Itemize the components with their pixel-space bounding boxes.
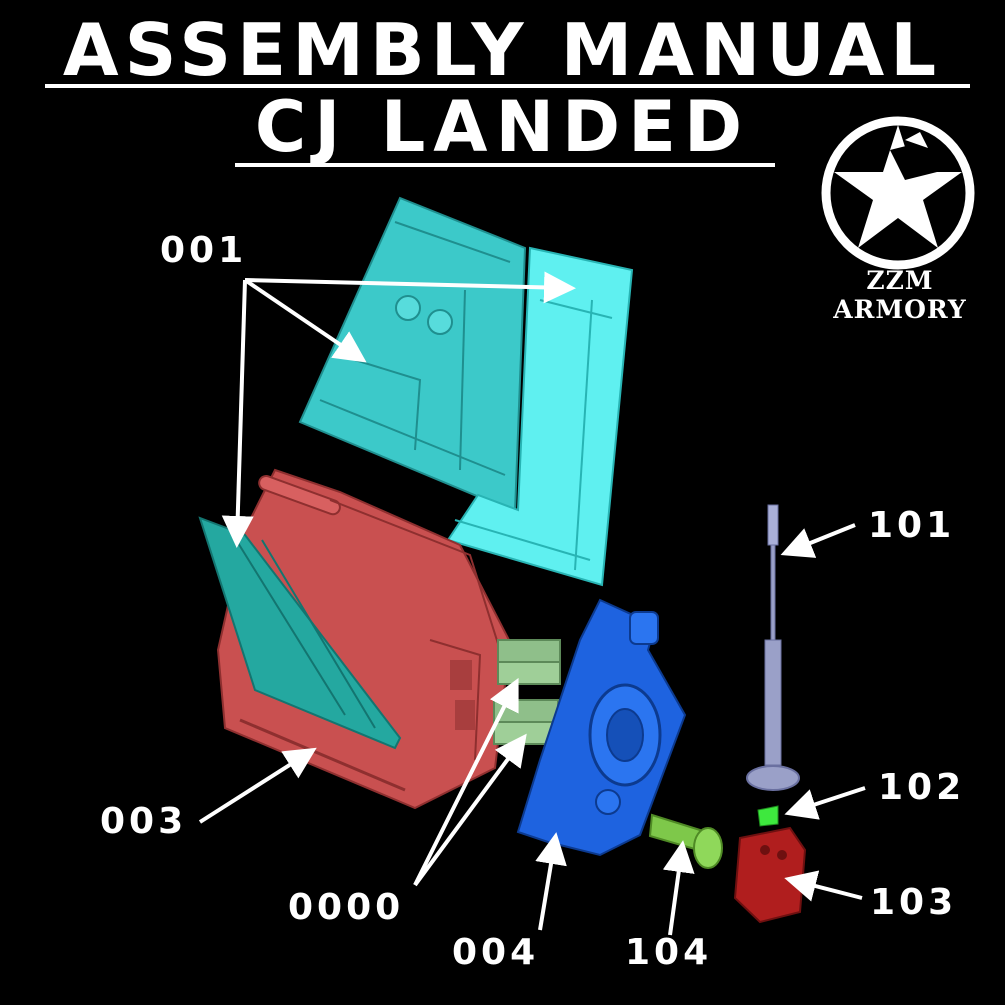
part-label-103: 103 bbox=[870, 882, 958, 923]
model-underline bbox=[235, 163, 775, 167]
part-label-101: 101 bbox=[868, 505, 956, 546]
part-label-004: 004 bbox=[452, 932, 540, 973]
part-label-0000: 0000 bbox=[288, 887, 405, 928]
arrow-102 bbox=[784, 786, 866, 820]
part-004-frame bbox=[516, 598, 687, 857]
arrow-101 bbox=[780, 523, 856, 558]
manual-title: ASSEMBLY MANUAL bbox=[62, 8, 943, 92]
arrow-004 bbox=[535, 832, 567, 931]
arrow-0000-a bbox=[413, 677, 519, 886]
part-102-clip bbox=[757, 805, 779, 827]
arrow-001-to-left-panel bbox=[243, 278, 367, 363]
brand-name: ZZM ARMORY bbox=[833, 266, 967, 324]
part-001-panel-side bbox=[198, 516, 402, 750]
arrow-001-to-side-panel bbox=[221, 279, 254, 548]
title-underline bbox=[45, 84, 970, 88]
part-003-hull bbox=[216, 468, 512, 810]
arrow-103 bbox=[784, 870, 863, 902]
part-103-block bbox=[733, 826, 807, 924]
part-label-001: 001 bbox=[160, 230, 248, 271]
part-label-102: 102 bbox=[878, 767, 966, 808]
leader-arrows bbox=[198, 271, 866, 936]
arrow-104 bbox=[662, 840, 695, 936]
brand-logo bbox=[821, 116, 975, 270]
arrow-0000-b bbox=[413, 733, 527, 887]
model-name: CJ LANDED bbox=[254, 86, 751, 168]
part-104-pin bbox=[648, 813, 723, 869]
arrow-001-to-right-panel bbox=[244, 271, 576, 304]
part-label-104: 104 bbox=[625, 932, 713, 973]
part-label-003: 003 bbox=[100, 801, 188, 842]
arrow-003 bbox=[198, 747, 317, 824]
part-101-antenna bbox=[746, 504, 800, 791]
part-001-panel-left bbox=[298, 196, 527, 514]
